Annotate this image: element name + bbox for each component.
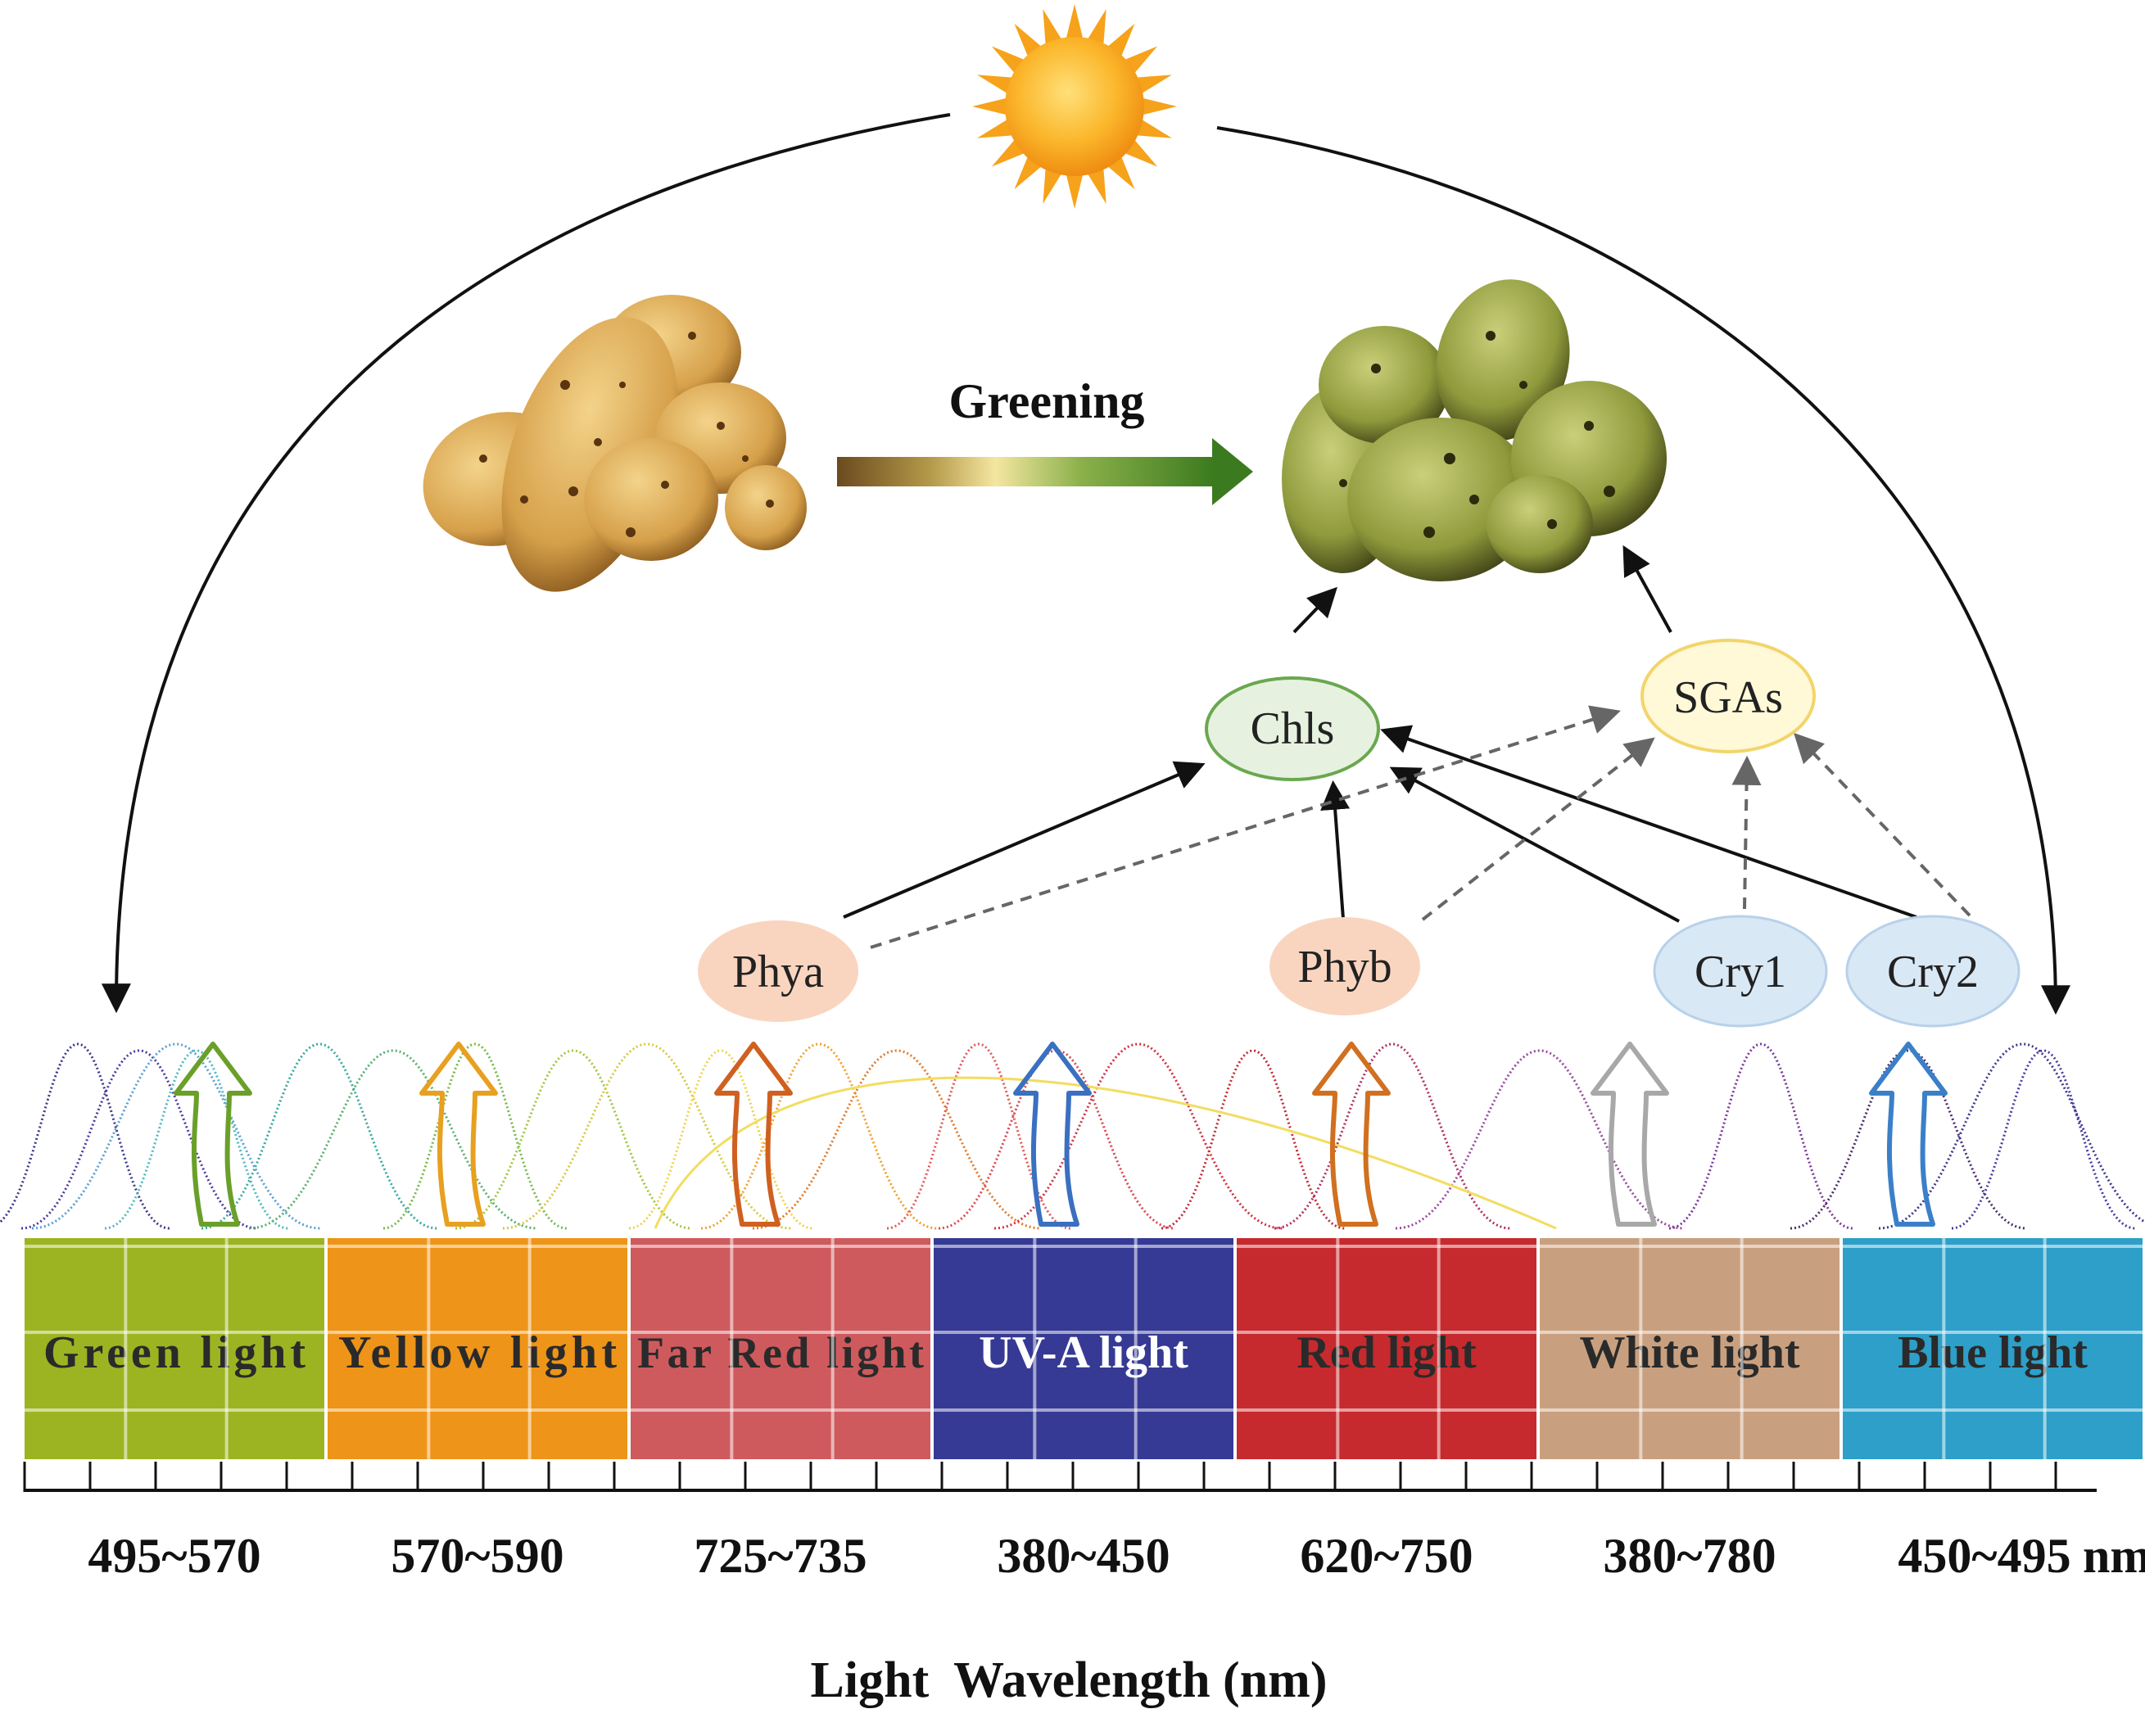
- node-sgas-label: SGAs: [1673, 672, 1783, 723]
- spectrum-curve: [628, 1049, 813, 1230]
- range-label-red: 620~750: [1300, 1529, 1473, 1583]
- spectrum-curve: [1274, 1042, 1511, 1230]
- band-uva: UV-A light: [934, 1238, 1233, 1459]
- sun-ray: [1087, 9, 1106, 46]
- unit-label: nm: [2083, 1529, 2145, 1583]
- spectrum-curve: [993, 1042, 1283, 1230]
- band-grid-lines: [25, 1238, 2143, 1459]
- band-yellow: Yellow light: [328, 1238, 627, 1459]
- spectrum-curves: [0, 1042, 2145, 1230]
- sun-ray: [1043, 9, 1062, 46]
- range-labels: 495~570 570~590 725~735 380~450 620~750 …: [88, 1529, 2145, 1583]
- arc-right: [1216, 126, 2070, 1015]
- band-white: White light: [1540, 1238, 1840, 1459]
- band-uva-label: UV-A light: [979, 1327, 1188, 1378]
- range-label-blue: 450~495: [1898, 1529, 2070, 1583]
- spectrum-curve: [1668, 1042, 1853, 1230]
- node-cry1: Cry1: [1653, 915, 1828, 1028]
- hollow-up-arrow: [714, 1042, 793, 1227]
- range-label-yellow: 570~590: [391, 1529, 563, 1583]
- spectrum-curve: [201, 1042, 438, 1230]
- hollow-up-arrow: [1869, 1042, 1948, 1227]
- band-rect: [631, 1238, 930, 1459]
- sun-ray: [972, 97, 1008, 115]
- spectrum-curve: [886, 1042, 1071, 1230]
- greening-arrow: [837, 438, 1253, 505]
- range-label-far-red: 725~735: [694, 1529, 867, 1583]
- node-phyb-label: Phyb: [1297, 942, 1392, 992]
- sun-ray: [1087, 167, 1106, 204]
- spectrum-curve: [654, 1076, 1557, 1230]
- band-red: Red light: [1237, 1238, 1536, 1459]
- band-rect: [1540, 1238, 1840, 1459]
- greening-label: Greening: [949, 374, 1145, 428]
- wavelength-ruler: [23, 1462, 2097, 1492]
- hollow-up-arrow: [174, 1042, 252, 1227]
- sun-ray: [1135, 75, 1172, 94]
- sun-disc: [1005, 37, 1144, 176]
- band-rect: [934, 1238, 1233, 1459]
- band-rect: [328, 1238, 627, 1459]
- band-blue: Blue light: [1843, 1238, 2143, 1459]
- band-white-label: White light: [1579, 1327, 1799, 1378]
- spectrum-curve: [1395, 1049, 1685, 1230]
- band-far-red-label: Far Red light: [637, 1328, 924, 1377]
- spectrum-curve: [1790, 1049, 2027, 1230]
- band-far-red: Far Red light: [631, 1238, 930, 1459]
- band-rect: [1237, 1238, 1536, 1459]
- sun-ray: [977, 119, 1014, 138]
- node-sgas: SGAs: [1640, 639, 1816, 753]
- sun-ray: [1043, 167, 1062, 204]
- spectrum-curve: [502, 1042, 792, 1230]
- sun-ray: [1141, 97, 1177, 115]
- hollow-up-arrow: [1591, 1042, 1669, 1227]
- band-blue-label: Blue light: [1898, 1327, 2088, 1378]
- arc-left: [101, 113, 951, 1014]
- node-phyb: Phyb: [1269, 917, 1420, 1015]
- green-potatoes-image: [1282, 279, 1667, 581]
- node-cry1-label: Cry1: [1695, 947, 1786, 997]
- spectrum-curve: [455, 1049, 692, 1230]
- node-cry2: Cry2: [1845, 915, 2021, 1028]
- band-green-label: Green light: [43, 1327, 305, 1378]
- band-red-label: Red light: [1297, 1327, 1477, 1378]
- spectrum-curve: [104, 1049, 289, 1230]
- spectrum-curve: [1161, 1049, 1346, 1230]
- node-cry2-label: Cry2: [1887, 947, 1979, 997]
- light-bands: Green light Yellow light Far Red light U…: [25, 1238, 2143, 1459]
- spectrum-curve: [382, 1042, 568, 1230]
- node-chls: Chls: [1205, 676, 1380, 781]
- hollow-up-arrow: [1013, 1042, 1092, 1227]
- band-yellow-label: Yellow light: [338, 1327, 617, 1378]
- node-phya: Phya: [698, 920, 858, 1022]
- hollow-up-arrow: [419, 1042, 498, 1227]
- range-label-white: 380~780: [1603, 1529, 1776, 1583]
- spectrum-curve: [0, 1042, 170, 1230]
- spectrum-curve: [1951, 1049, 2136, 1230]
- band-rect: [1843, 1238, 2143, 1459]
- band-green: Green light: [25, 1238, 324, 1459]
- spectrum-curve: [700, 1042, 938, 1230]
- range-label-green: 495~570: [88, 1529, 260, 1583]
- spectrum-curve: [1878, 1042, 2145, 1230]
- sun-ray: [1066, 4, 1084, 40]
- raw-potatoes-image: [423, 295, 807, 592]
- sun-ray: [977, 75, 1014, 94]
- node-chls-label: Chls: [1251, 703, 1335, 754]
- sun-ray: [1135, 119, 1172, 138]
- absorption-arrows: [174, 1042, 1948, 1227]
- sun-icon: [972, 4, 1177, 209]
- sun-ray: [1066, 173, 1084, 209]
- spectrum-curve: [31, 1042, 321, 1230]
- network-arrows: [843, 545, 1971, 949]
- hollow-up-arrow: [1312, 1042, 1391, 1227]
- spectrum-curve: [248, 1049, 538, 1230]
- band-rect: [25, 1238, 324, 1459]
- node-phya-label: Phya: [732, 947, 824, 997]
- axis-title: Light Wavelength (nm): [811, 1652, 1328, 1708]
- range-label-uva: 380~450: [997, 1529, 1170, 1583]
